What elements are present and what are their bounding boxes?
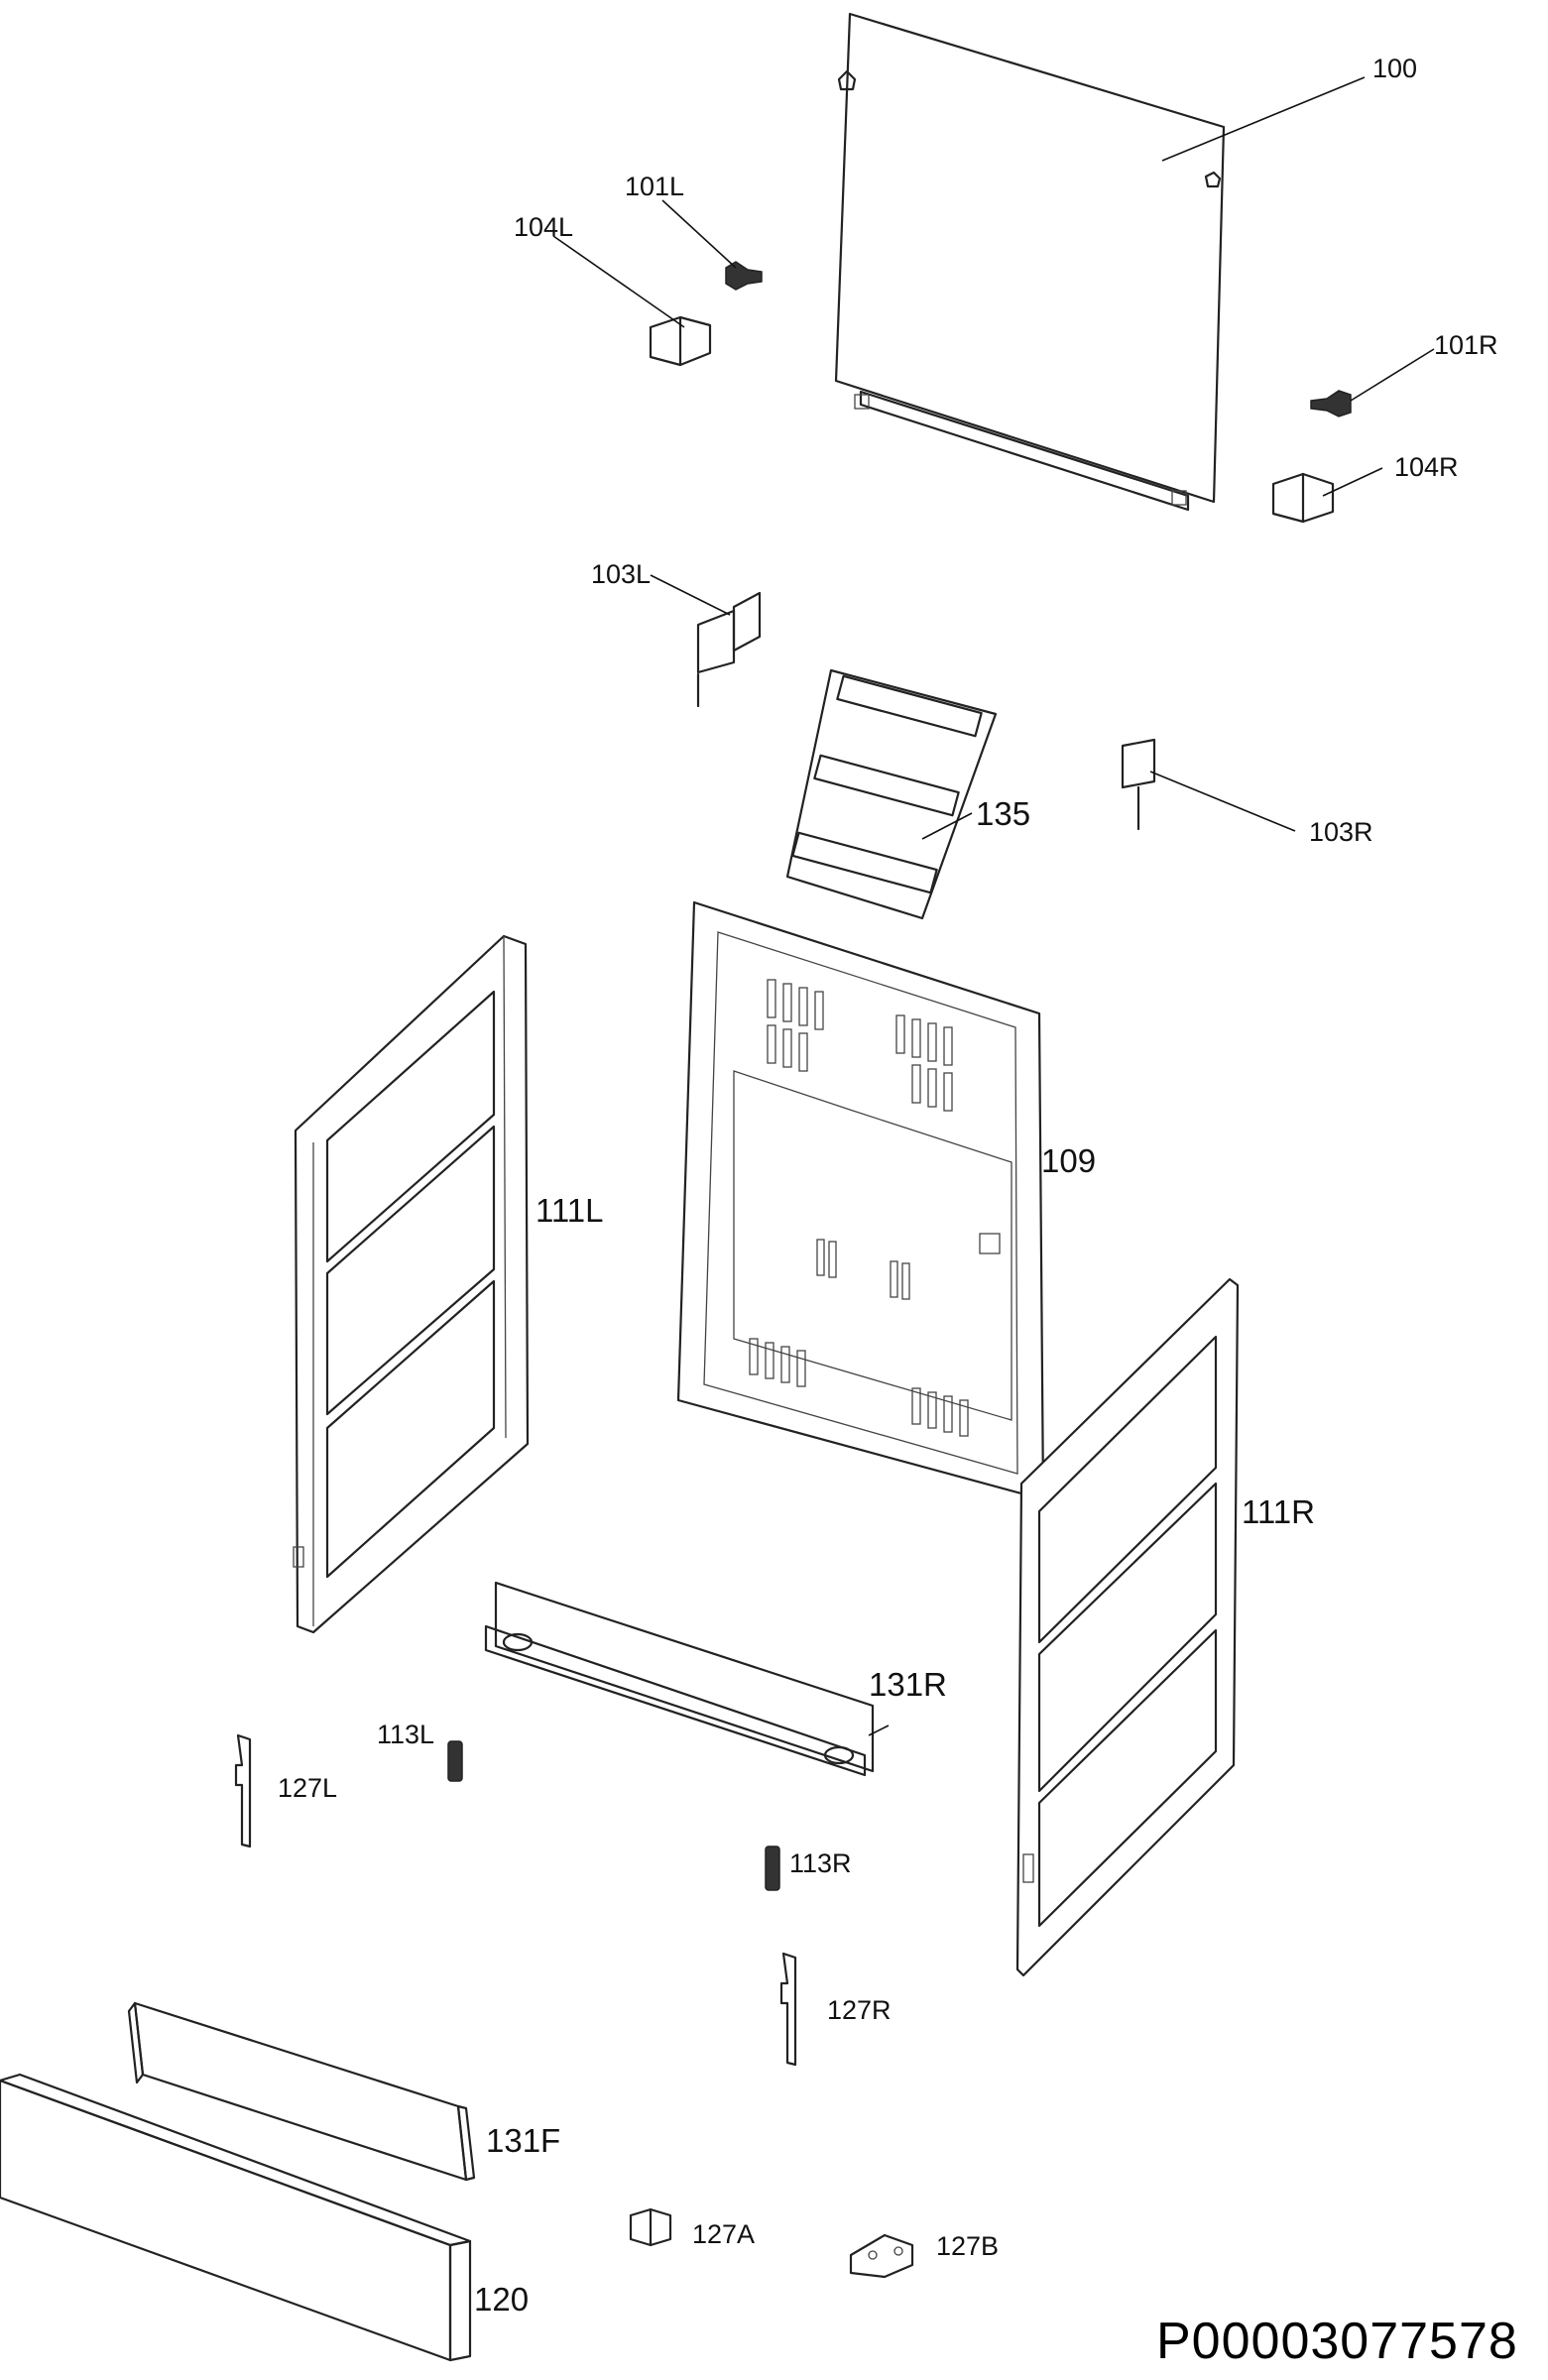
vent-slots-middle <box>816 1233 1001 1300</box>
part-113R-latch <box>765 1845 780 1891</box>
vent-slots-top-right <box>895 1014 953 1112</box>
vent-slots-top-left <box>767 979 824 1072</box>
label-113L: 113L <box>377 1720 434 1749</box>
label-104L: 104L <box>514 212 573 242</box>
part-111R-side-frame <box>1015 1277 1240 1977</box>
leader-104R <box>1322 467 1383 497</box>
leader-101R <box>1350 348 1435 402</box>
label-113R: 113R <box>789 1848 852 1878</box>
part-104L-block <box>649 315 712 367</box>
label-111L: 111L <box>536 1192 604 1229</box>
label-100: 100 <box>1372 54 1417 83</box>
leader-131R <box>868 1725 890 1736</box>
leader-104L <box>552 235 685 328</box>
part-127R-strip <box>779 1952 797 2067</box>
leader-100 <box>1161 76 1366 162</box>
label-103L: 103L <box>591 559 651 589</box>
part-103L-bracket <box>696 591 762 708</box>
part-103R-bracket <box>1121 738 1156 831</box>
label-127L: 127L <box>278 1773 337 1803</box>
part-100-panel <box>834 12 1226 512</box>
label-109: 109 <box>1041 1142 1096 1179</box>
label-120: 120 <box>474 2281 529 2318</box>
leader-101L <box>661 199 737 269</box>
part-101R-screw <box>1310 390 1352 417</box>
label-101L: 101L <box>625 172 684 201</box>
label-103R: 103R <box>1309 817 1373 847</box>
part-109-back-panel <box>676 900 1045 1501</box>
part-101L-screw <box>725 261 763 291</box>
leader-103L <box>650 574 731 616</box>
label-131F: 131F <box>486 2122 560 2159</box>
label-101R: 101R <box>1434 330 1498 360</box>
part-111L-side-frame <box>293 934 530 1634</box>
label-127R: 127R <box>827 1995 892 2025</box>
vent-slots-bottom <box>749 1338 969 1437</box>
label-127B: 127B <box>936 2231 999 2261</box>
label-131R: 131R <box>869 1666 947 1703</box>
label-111R: 111R <box>1242 1493 1315 1530</box>
label-135: 135 <box>976 795 1030 832</box>
leader-103R <box>1149 771 1296 832</box>
label-127A: 127A <box>692 2219 755 2249</box>
part-127L-strip <box>234 1733 252 1848</box>
part-120-trim-panel <box>0 2073 472 2362</box>
leader-135 <box>921 812 973 840</box>
part-104R-block <box>1271 472 1335 524</box>
label-104R: 104R <box>1394 452 1459 482</box>
part-135-deflector <box>785 668 998 920</box>
document-code: P00003077578 <box>1156 2313 1518 2370</box>
part-131F-cross-member <box>127 2001 476 2182</box>
part-113L-latch <box>447 1740 463 1782</box>
part-127A-clip <box>629 2207 672 2247</box>
part-127B-bracket <box>849 2233 914 2279</box>
part-131R-cross-member <box>484 1581 875 1777</box>
